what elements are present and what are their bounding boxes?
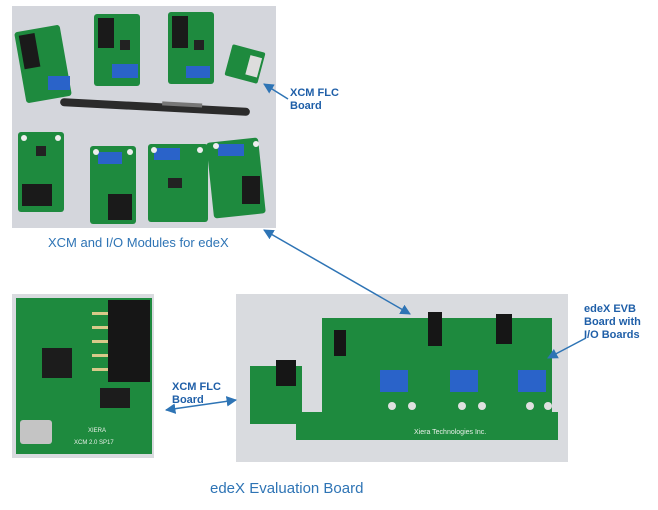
evb-base-board xyxy=(296,412,558,440)
io-module-board xyxy=(148,144,208,222)
io-module-board xyxy=(168,12,214,84)
terminal-block xyxy=(518,370,546,392)
label-line: XCM FLC xyxy=(290,87,339,99)
flc-board-silkscreen: XCM 2.0 SP17 xyxy=(74,440,114,446)
label-line: XCM FLC xyxy=(172,381,221,393)
edex-evb-photo: Xiera Technologies Inc. xyxy=(236,294,568,462)
xcm-flc-board-small xyxy=(224,44,266,84)
pen xyxy=(60,98,250,116)
io-module-board xyxy=(90,146,136,224)
modules-caption: XCM and I/O Modules for edeX xyxy=(48,235,229,250)
label-line: edeX EVB xyxy=(584,303,636,315)
label-line: Board with xyxy=(584,316,641,328)
label-line: I/O Boards xyxy=(584,329,640,341)
label-line: Board xyxy=(290,100,322,112)
arrow-flc-bottom xyxy=(164,396,238,414)
terminal-block xyxy=(380,370,408,392)
evaluation-caption: edeX Evaluation Board xyxy=(210,480,364,497)
microcontroller-chip xyxy=(42,348,72,378)
arrow-modules-to-evb xyxy=(263,229,411,315)
io-module-board xyxy=(94,14,140,86)
modules-photo xyxy=(12,6,276,228)
usb-connector xyxy=(20,420,52,444)
arrow-flc-top xyxy=(263,83,289,100)
evb-brand-silkscreen: Xiera Technologies Inc. xyxy=(414,429,486,436)
io-module-board xyxy=(14,25,72,103)
edex-evb-label: edeX EVB Board with I/O Boards xyxy=(584,303,641,342)
pin-header xyxy=(108,300,150,382)
io-module-board xyxy=(206,137,266,219)
label-line: Board xyxy=(172,394,204,406)
io-module-board xyxy=(18,132,64,212)
arrow-evb xyxy=(547,337,587,359)
xcm-flc-label-bottom: XCM FLC Board xyxy=(172,381,221,407)
xcm-flc-label-top: XCM FLC Board xyxy=(290,87,339,113)
xcm-flc-closeup-photo: XIERA XCM 2.0 SP17 xyxy=(12,294,154,458)
flc-brand-silkscreen: XIERA xyxy=(88,428,106,434)
terminal-block xyxy=(450,370,478,392)
